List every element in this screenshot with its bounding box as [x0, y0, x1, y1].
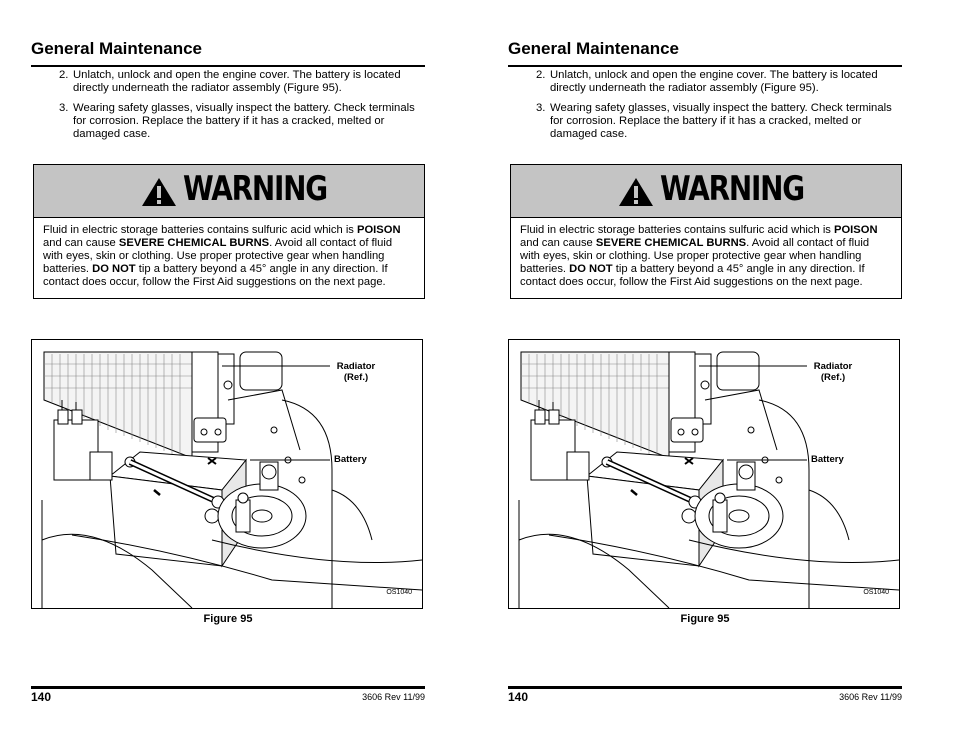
steps-list: 2. Unlatch, unlock and open the engine c… — [59, 69, 429, 148]
warning-emphasis: DO NOT — [92, 263, 136, 275]
step-text: Unlatch, unlock and open the engine cove… — [550, 69, 878, 94]
page-number: 140 — [31, 690, 52, 704]
warning-emphasis: SEVERE CHEMICAL BURNS — [118, 237, 270, 249]
step-number: 2. — [59, 69, 69, 81]
battery-illustration — [518, 351, 899, 608]
step-text: Wearing safety glasses, visually inspect… — [73, 102, 415, 140]
valve-block-drawing — [53, 400, 113, 481]
warning-text-part: and can cause — [43, 237, 119, 249]
warning-emphasis: DO NOT — [569, 263, 613, 275]
warning-heading: WARNING — [183, 169, 328, 209]
battery-illustration — [41, 351, 422, 608]
battery-callout: Battery — [334, 454, 367, 465]
figure-frame: Radiator (Ref.) Battery OS1040 — [508, 339, 900, 609]
filter-housing-drawing — [217, 461, 307, 549]
figure-caption: Figure 95 — [680, 613, 730, 625]
drawing-number: OS1040 — [386, 589, 412, 596]
figure-caption: Figure 95 — [203, 613, 253, 625]
header-rule — [31, 65, 425, 67]
step-text: Wearing safety glasses, visually inspect… — [550, 102, 892, 140]
warning-text-part: Fluid in electric storage batteries cont… — [43, 224, 358, 236]
frame-drawing — [518, 389, 899, 608]
footer-rule — [31, 686, 425, 689]
warning-text-part: . Avoid all contact of fluid with eyes, … — [43, 237, 393, 275]
step-text: Unlatch, unlock and open the engine cove… — [73, 69, 401, 94]
footer-rule — [508, 686, 902, 689]
battery-drawing — [108, 451, 247, 568]
warning-text: Fluid in electric storage batteries cont… — [511, 218, 901, 295]
warning-text-part: . Avoid all contact of fluid with eyes, … — [520, 237, 870, 275]
radiator-callout: Radiator (Ref.) — [336, 361, 376, 383]
warning-text-part: tip a battery beyond a 45° angle in any … — [43, 263, 388, 288]
warning-text: Fluid in electric storage batteries cont… — [34, 218, 424, 295]
warning-box: WARNING Fluid in electric storage batter… — [510, 164, 902, 299]
warning-box: WARNING Fluid in electric storage batter… — [33, 164, 425, 299]
warning-triangle-icon — [619, 178, 653, 206]
battery-drawing — [585, 451, 724, 568]
step-item: 2. Unlatch, unlock and open the engine c… — [536, 69, 906, 95]
drawing-number: OS1040 — [863, 589, 889, 596]
step-number: 3. — [536, 102, 546, 114]
warning-emphasis: POISON — [834, 224, 878, 236]
manual-page-left: General Maintenance 2. Unlatch, unlock a… — [31, 0, 431, 738]
header-rule — [508, 65, 902, 67]
frame-drawing — [41, 389, 422, 608]
step-number: 3. — [59, 102, 69, 114]
warning-header: WARNING — [34, 165, 424, 218]
step-item: 3. Wearing safety glasses, visually insp… — [59, 102, 429, 141]
warning-header: WARNING — [511, 165, 901, 218]
step-item: 2. Unlatch, unlock and open the engine c… — [59, 69, 429, 95]
figure-frame: Radiator (Ref.) Battery OS1040 — [31, 339, 423, 609]
battery-callout: Battery — [811, 454, 844, 465]
section-title: General Maintenance — [31, 39, 203, 58]
warning-emphasis: POISON — [357, 224, 401, 236]
step-number: 2. — [536, 69, 546, 81]
radiator-callout: Radiator (Ref.) — [813, 361, 853, 383]
warning-text-part: tip a battery beyond a 45° angle in any … — [520, 263, 865, 288]
manual-page-right: General Maintenance 2. Unlatch, unlock a… — [508, 0, 908, 738]
revision-label: 3606 Rev 11/99 — [362, 692, 425, 702]
warning-text-part: and can cause — [520, 237, 596, 249]
step-item: 3. Wearing safety glasses, visually insp… — [536, 102, 906, 141]
valve-block-drawing — [530, 400, 590, 481]
warning-emphasis: SEVERE CHEMICAL BURNS — [595, 237, 747, 249]
radiator-drawing — [520, 351, 760, 459]
page-number: 140 — [508, 690, 529, 704]
revision-label: 3606 Rev 11/99 — [839, 692, 902, 702]
filter-housing-drawing — [694, 461, 784, 549]
steps-list: 2. Unlatch, unlock and open the engine c… — [536, 69, 906, 148]
section-title: General Maintenance — [508, 39, 680, 58]
warning-text-part: Fluid in electric storage batteries cont… — [520, 224, 835, 236]
warning-heading: WARNING — [660, 169, 805, 209]
warning-triangle-icon — [142, 178, 176, 206]
